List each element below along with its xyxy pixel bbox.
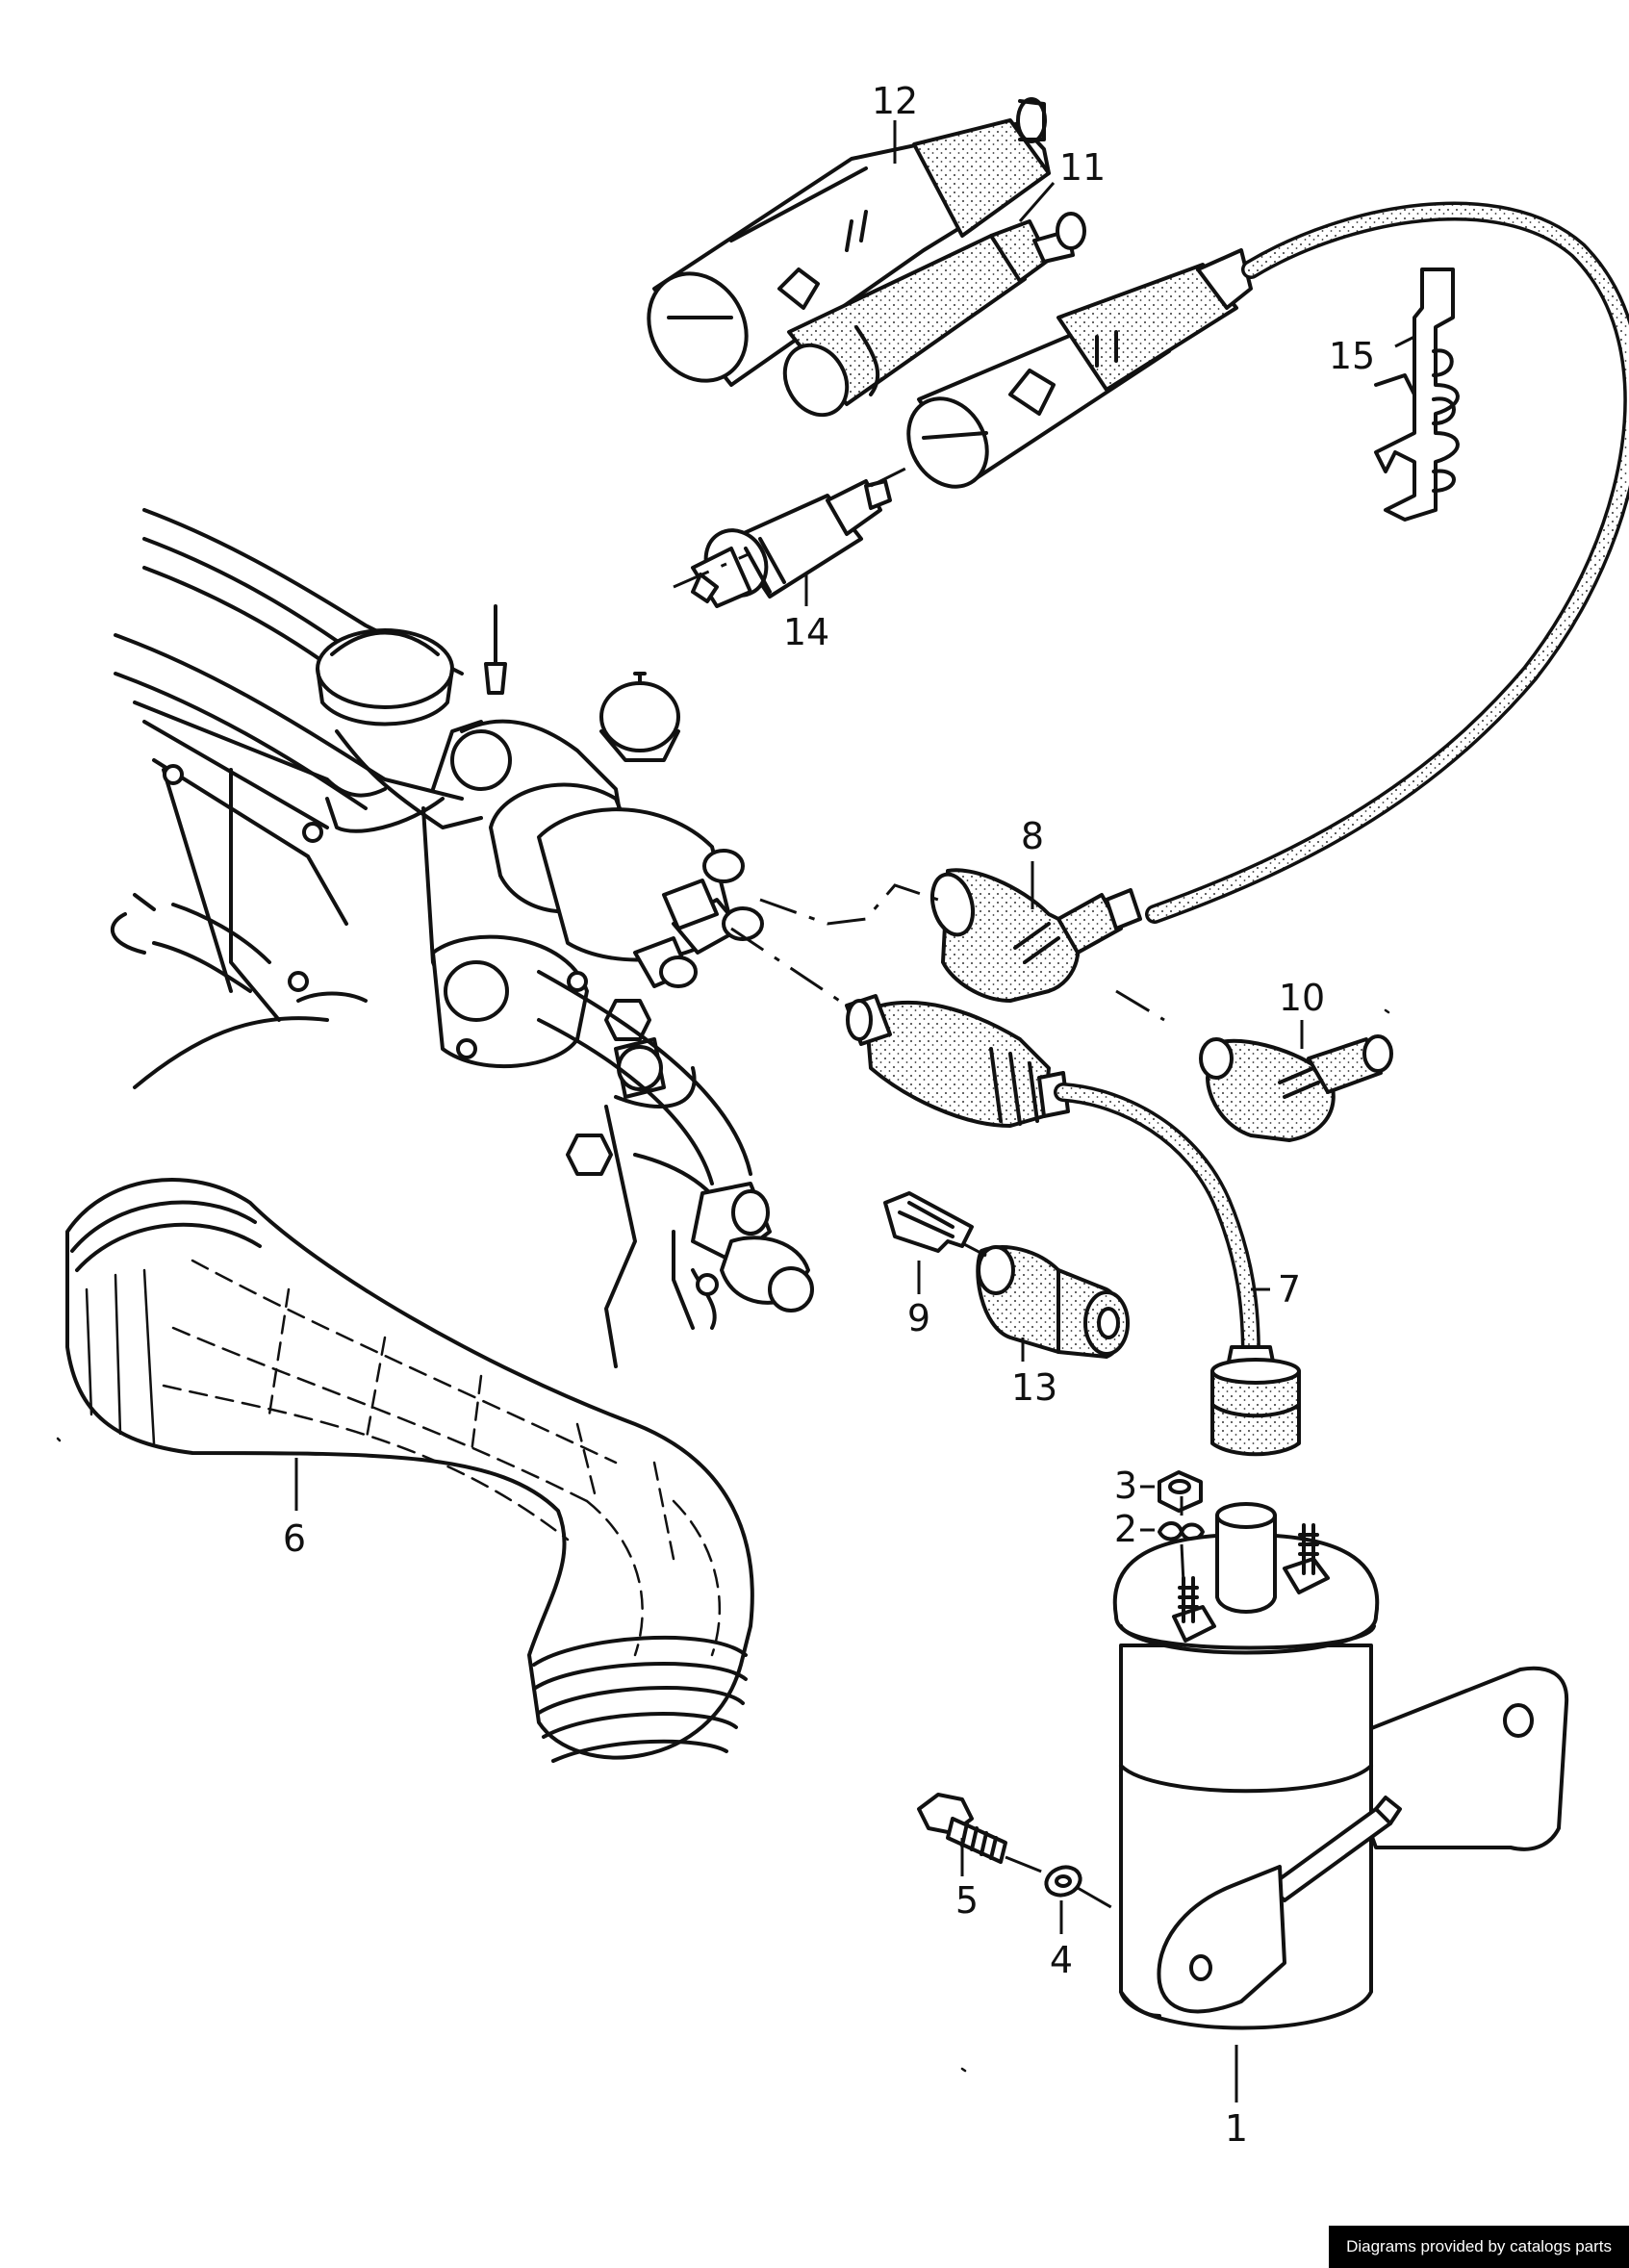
callout-1: 1 (1225, 2107, 1248, 2150)
callout-6: 6 (283, 1517, 306, 1560)
part-9-clip (883, 1191, 974, 1253)
part-11-boot (782, 212, 1086, 418)
callout-7: 7 (1278, 1268, 1301, 1311)
credit-banner: Diagrams provided by catalogs parts (1329, 2226, 1629, 2268)
callout-11: 11 (1059, 146, 1106, 189)
callout-15: 15 (1329, 335, 1375, 377)
part-10-angled-connector (1199, 1034, 1393, 1142)
callout-12: 12 (872, 80, 918, 122)
callout-10: 10 (1279, 977, 1325, 1019)
callout-2: 2 (1114, 1508, 1137, 1550)
assembly-lines (56, 460, 1390, 2073)
part-3-nut (1158, 1470, 1203, 1513)
callout-labels: 1 2 3 4 5 6 7 8 9 10 11 12 13 14 15 (283, 80, 1375, 2150)
callout-14: 14 (783, 611, 829, 653)
part-14-suppressor (691, 479, 892, 608)
part-6-intake-hose (65, 1178, 754, 1763)
callout-5: 5 (955, 1879, 979, 1922)
callout-4: 4 (1050, 1939, 1073, 1981)
part-13-boot (976, 1245, 1130, 1359)
part-4-washer (1044, 1865, 1082, 1898)
part-1-ignition-coil (1112, 1502, 1569, 2030)
callout-9: 9 (907, 1297, 930, 1339)
part-12-plug-connector (647, 97, 1051, 387)
part-7-coil-lead (845, 994, 1301, 1457)
part-15-wire-holder (1374, 268, 1460, 522)
part-2-washer (1158, 1521, 1205, 1542)
ht-lead-long (906, 201, 1629, 924)
callout-3: 3 (1114, 1465, 1137, 1507)
part-5-bolt (917, 1793, 1007, 1864)
part-8-angled-connector (929, 868, 1142, 1003)
oil-cap-icon (316, 628, 454, 709)
callout-leaders (294, 120, 1415, 2102)
callout-13: 13 (1011, 1366, 1057, 1409)
engine-block (110, 508, 814, 1368)
callout-8: 8 (1021, 815, 1044, 857)
